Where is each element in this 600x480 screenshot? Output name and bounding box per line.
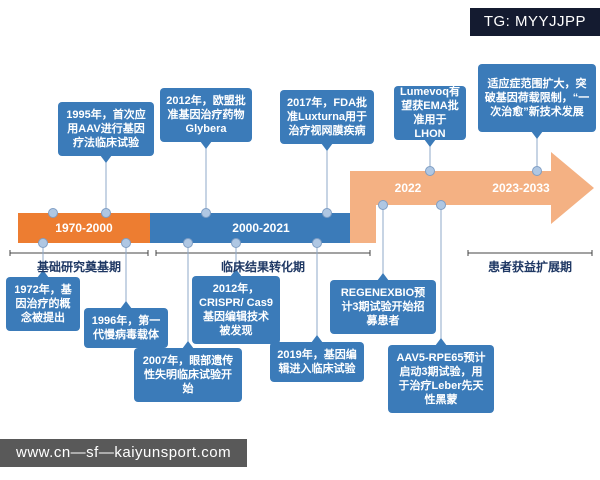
timeline-dot-crispr bbox=[231, 238, 241, 248]
pointer-up-crispr bbox=[230, 269, 242, 277]
pointer-up-aav5 bbox=[435, 338, 447, 346]
callout-2007-ocular-trial: 2007年，眼部遗传性失明临床试验开始 bbox=[134, 348, 242, 402]
callout-1972-concept: 1972年，基因治疗的概念被提出 bbox=[6, 277, 80, 331]
callout-lumevoq: Lumevoq有望获EMA批准用于LHON bbox=[394, 86, 466, 140]
timeline-dot-2007 bbox=[183, 238, 193, 248]
callout-1995-aav: 1995年，首次应用AAV进行基因疗法临床试验 bbox=[58, 102, 154, 156]
phase-label-foundation: 基础研究奠基期 bbox=[36, 260, 121, 274]
callout-aav5-rpe65: AAV5-RPE65预计启动3期试验，用于治疗Leber先天性黑蒙 bbox=[388, 345, 494, 413]
timeline-dot-regenexbio bbox=[378, 200, 388, 210]
pointer-down-expand bbox=[531, 131, 543, 139]
pointer-up-regenexbio bbox=[377, 273, 389, 281]
pointer-up-1972 bbox=[37, 270, 49, 278]
callout-indication-expansion: 适应症范围扩大，突破基因荷载限制，“一次治愈”新技术发展 bbox=[478, 64, 596, 132]
timeline-dot-luxturna bbox=[322, 208, 332, 218]
callout-2012-glybera: 2012年，欧盟批准基因治疗药物Glybera bbox=[160, 88, 252, 142]
pointer-down-glybera bbox=[200, 141, 212, 149]
callout-text: 1995年，首次应用AAV进行基因疗法临床试验 bbox=[66, 108, 146, 150]
callout-text: AAV5-RPE65预计启动3期试验，用于治疗Leber先天性黑蒙 bbox=[396, 351, 486, 407]
callout-1996-lentivirus: 1996年，第一代慢病毒载体 bbox=[84, 308, 168, 348]
timeline-dot-1972 bbox=[38, 238, 48, 248]
timeline-bar-2000-2021 bbox=[150, 213, 372, 243]
callout-text: 2012年，CRISPR/ Cas9基因编辑技术被发现 bbox=[199, 282, 273, 338]
callout-text: Lumevoq有望获EMA批准用于LHON bbox=[400, 86, 460, 140]
callout-text: 1996年，第一代慢病毒载体 bbox=[91, 314, 161, 341]
timeline-dot bbox=[48, 208, 58, 218]
callout-2012-crispr: 2012年，CRISPR/ Cas9基因编辑技术被发现 bbox=[192, 276, 280, 344]
timeline-dot-glybera bbox=[201, 208, 211, 218]
callout-2017-luxturna: 2017年，FDA批准Luxturna用于治疗视网膜疾病 bbox=[280, 90, 374, 144]
timeline-dot-1995 bbox=[101, 208, 111, 218]
callout-text: 2019年，基因编辑进入临床试验 bbox=[277, 348, 357, 375]
callout-regenexbio: REGENEXBIO预计3期试验开始招募患者 bbox=[330, 280, 436, 334]
timeline-dots bbox=[38, 166, 542, 248]
pointer-up-2019 bbox=[311, 335, 323, 343]
callout-text: 1972年，基因治疗的概念被提出 bbox=[14, 283, 72, 325]
callout-2019-gene-editing: 2019年，基因编辑进入临床试验 bbox=[270, 342, 364, 382]
phase-bracket-foundation bbox=[9, 250, 149, 256]
watermark: www.cn—sf—kaiyunsport.com bbox=[0, 439, 248, 467]
tg-badge: TG: MYYJJPP bbox=[469, 8, 600, 36]
phase-bracket-clinical bbox=[155, 250, 371, 256]
pointer-down-lumevoq bbox=[424, 139, 436, 147]
phase-label-patient-benefit: 患者获益扩展期 bbox=[487, 260, 572, 274]
timeline-dot-lumevoq bbox=[425, 166, 435, 176]
pointer-up-1996 bbox=[120, 301, 132, 309]
pointer-down-luxturna bbox=[321, 143, 333, 151]
callout-pointers bbox=[37, 131, 543, 349]
callout-text: REGENEXBIO预计3期试验开始招募患者 bbox=[340, 286, 426, 328]
phase-label-clinical: 临床结果转化期 bbox=[220, 260, 305, 274]
callout-text: 适应症范围扩大，突破基因荷载限制，“一次治愈”新技术发展 bbox=[484, 77, 590, 119]
timeline-bar-1970-2000 bbox=[18, 213, 150, 243]
timeline-dot-1996 bbox=[121, 238, 131, 248]
timeline-dot-2019 bbox=[312, 238, 322, 248]
callout-text: 2007年，眼部遗传性失明临床试验开始 bbox=[142, 354, 234, 396]
callout-text: 2012年，欧盟批准基因治疗药物Glybera bbox=[166, 94, 246, 136]
callout-text: 2017年，FDA批准Luxturna用于治疗视网膜疾病 bbox=[286, 96, 368, 138]
timeline-dot-aav5 bbox=[436, 200, 446, 210]
timeline-dot-expand bbox=[532, 166, 542, 176]
pointer-up-2007 bbox=[182, 341, 194, 349]
timeline-arrow-2022-2033 bbox=[350, 152, 594, 243]
phase-bracket-patient-benefit bbox=[467, 250, 593, 256]
pointer-down-1995 bbox=[100, 155, 112, 163]
